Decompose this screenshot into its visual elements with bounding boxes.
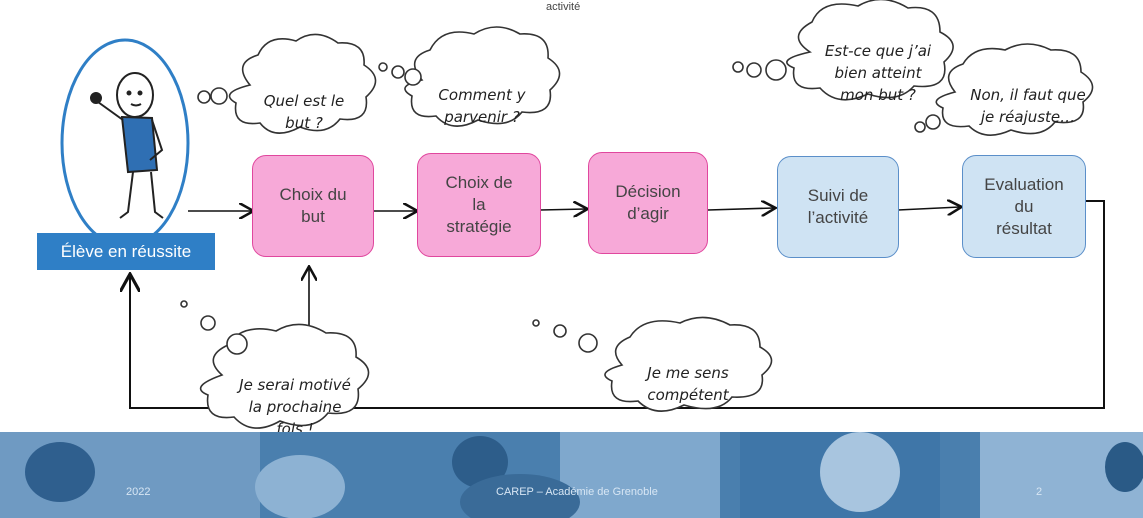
bubble-motivated-text: Je serai motivé la prochaine fois ! bbox=[239, 376, 351, 438]
step-box-evaluation: Evaluation du résultat bbox=[962, 155, 1086, 258]
footer-year: 2022 bbox=[126, 486, 151, 498]
student-label: Élève en réussite bbox=[37, 233, 215, 270]
step-box-strategy: Choix de la stratégie bbox=[417, 153, 541, 257]
top-caption: activité bbox=[540, 0, 900, 15]
step-box-monitoring: Suivi de l’activité bbox=[777, 156, 899, 258]
student-figure-icon bbox=[90, 72, 164, 219]
arrow-monitoring-to-evaluation bbox=[897, 207, 960, 210]
footer-photo-band bbox=[0, 432, 1143, 518]
arrow-decision-to-monitoring bbox=[707, 208, 774, 210]
footer-photo-image bbox=[0, 432, 1143, 518]
footer-organization: CAREP – Académie de Grenoble bbox=[496, 486, 658, 498]
bubble-shapes bbox=[180, 0, 1094, 429]
footer-page-number: 2 bbox=[1036, 486, 1043, 498]
bubble-adjust-text: Non, il faut que je réajuste… bbox=[970, 86, 1086, 126]
arrow-strategy-to-decision bbox=[539, 209, 586, 210]
bubble-competent-text: Je me sens compétent bbox=[647, 364, 729, 404]
bubble-goal-text: Quel est le but ? bbox=[263, 92, 345, 132]
feedback-loop-line bbox=[130, 200, 1105, 409]
bubble-strategy-text: Comment y parvenir ? bbox=[438, 86, 526, 126]
step-box-goal: Choix du but bbox=[252, 155, 374, 257]
step-box-decision: Décision d’agir bbox=[588, 152, 708, 254]
bubble-check-text: Est-ce que j’ai bien atteint mon but ? bbox=[824, 42, 932, 104]
